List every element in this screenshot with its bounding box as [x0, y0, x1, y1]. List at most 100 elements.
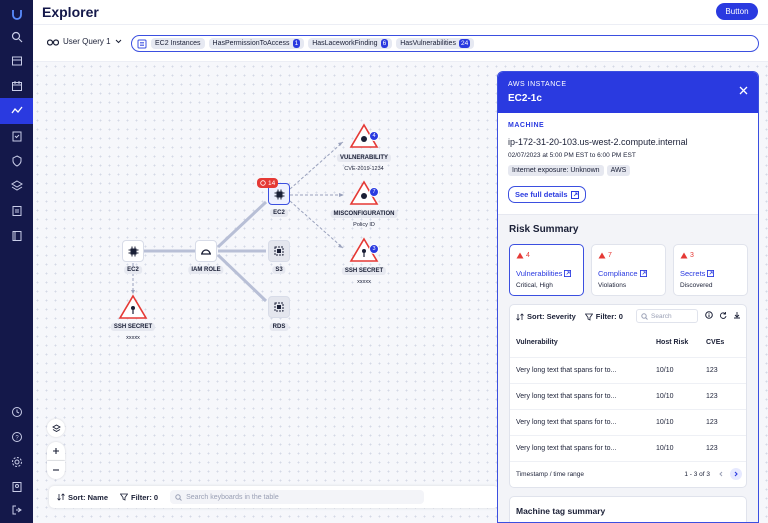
- warning-triangle-icon[interactable]: [118, 294, 148, 320]
- info-icon[interactable]: [705, 311, 713, 319]
- chevron-down-icon: [115, 39, 121, 44]
- machine-name: ip-172-31-20-103.us-west-2.compute.inter…: [508, 137, 688, 147]
- table-row[interactable]: Very long text that spans for to... 10/1…: [510, 383, 746, 409]
- settings-gear-icon[interactable]: [7, 452, 26, 471]
- query-selector-label: User Query 1: [63, 37, 111, 46]
- table-search-input[interactable]: Search keyboards in the table: [170, 490, 425, 504]
- node-rds[interactable]: [268, 296, 290, 318]
- primary-button[interactable]: Button: [716, 3, 758, 20]
- report-icon[interactable]: [7, 201, 26, 220]
- zoom-in-button[interactable]: [47, 442, 65, 460]
- node-iam-role[interactable]: [195, 240, 217, 262]
- node-s3[interactable]: [268, 240, 290, 262]
- left-nav-rail: ?: [0, 0, 33, 523]
- lacework-logo-icon[interactable]: [7, 4, 26, 23]
- help-icon[interactable]: ?: [7, 427, 26, 446]
- ssh-secret-count-badge: 3: [369, 244, 379, 254]
- chevron-right-icon: [734, 471, 738, 477]
- layers-icon[interactable]: [7, 176, 26, 195]
- download-icon[interactable]: [733, 311, 741, 319]
- warning-icon: [680, 252, 688, 259]
- node-ec2-left-label: EC2: [124, 266, 142, 274]
- tag-internet-exposure: Internet exposure: Unknown: [508, 165, 604, 176]
- table-toolbar: Sort: Name Filter: 0 Search keyboards in…: [49, 486, 499, 508]
- svg-text:?: ?: [15, 435, 19, 441]
- filter-control[interactable]: Filter: 0: [120, 493, 158, 502]
- zoom-out-button[interactable]: [47, 461, 65, 479]
- misconfiguration-count-badge: 7: [369, 187, 379, 197]
- tag-aws: AWS: [606, 165, 631, 176]
- see-full-details-button[interactable]: See full details: [508, 186, 586, 203]
- prev-page-button[interactable]: [715, 468, 727, 480]
- node-ec2-center-label: EC2: [270, 209, 288, 217]
- panel-title: EC2-1c: [508, 93, 542, 104]
- shield-icon[interactable]: [7, 151, 26, 170]
- table-footer: Timestamp / time range 1 - 3 of 3: [510, 461, 746, 487]
- risk-card-secrets[interactable]: 3 Secrets Discovered: [673, 244, 748, 296]
- layers-icon: [51, 423, 61, 432]
- chip-count: 1: [292, 39, 301, 48]
- table-search-input[interactable]: Search: [636, 309, 698, 323]
- node-ec2-center[interactable]: [268, 183, 290, 205]
- node-ssh-secret-right-label: SSH SECRET: [341, 267, 387, 275]
- search-icon[interactable]: [7, 27, 26, 46]
- machine-tag-summary[interactable]: Machine tag summary: [509, 496, 747, 522]
- table-row[interactable]: Very long text that spans for to... 10/1…: [510, 409, 746, 435]
- column-header-host-risk[interactable]: Host Risk: [656, 339, 689, 346]
- table-filter-control[interactable]: Filter: 0: [584, 312, 623, 321]
- warning-icon: [598, 252, 606, 259]
- query-selector[interactable]: User Query 1: [47, 37, 122, 46]
- detail-panel: AWS INSTANCE EC2-1c MACHINE ip-172-31-20…: [497, 71, 759, 523]
- node-s3-label: S3: [272, 266, 286, 274]
- calendar-icon[interactable]: [7, 76, 26, 95]
- panel-kicker: AWS INSTANCE: [508, 81, 567, 88]
- layers-toggle-button[interactable]: [47, 419, 65, 437]
- node-vulnerability-label: VULNERABILITY: [337, 154, 391, 162]
- query-chip-ec2-instances[interactable]: EC2 Instances: [151, 38, 205, 49]
- node-misconfiguration-label: MISCONFIGURATION: [330, 210, 398, 218]
- vulnerability-table: Sort: Severity Filter: 0 Search Vulnerab…: [509, 304, 747, 488]
- table-row[interactable]: Very long text that spans for to... 10/1…: [510, 357, 746, 383]
- alert-count-badge[interactable]: 14: [257, 178, 279, 188]
- chip-count: 6: [380, 39, 389, 48]
- column-header-vulnerability[interactable]: Vulnerability: [516, 339, 558, 346]
- dashboard-icon[interactable]: [7, 51, 26, 70]
- node-ec2-left[interactable]: [122, 240, 144, 262]
- external-link-icon: [570, 190, 579, 199]
- search-icon: [641, 312, 648, 320]
- sort-control[interactable]: Sort: Name: [57, 493, 108, 502]
- filter-icon: [584, 313, 593, 321]
- chip-cpu-icon: [128, 246, 138, 256]
- clipboard-icon[interactable]: [7, 126, 26, 145]
- book-icon[interactable]: [7, 226, 26, 245]
- database-icon: [274, 302, 284, 312]
- table-row[interactable]: Very long text that spans for to... 10/1…: [510, 435, 746, 461]
- logout-icon[interactable]: [7, 500, 26, 519]
- risk-card-vulnerabilities[interactable]: 4 Vulnerabilities Critical, High: [509, 244, 584, 296]
- refresh-icon[interactable]: [719, 311, 727, 319]
- history-icon[interactable]: [7, 402, 26, 421]
- next-page-button[interactable]: [730, 468, 742, 480]
- plus-icon: [53, 448, 59, 454]
- minus-icon: [53, 469, 59, 471]
- explorer-nav-icon[interactable]: [0, 98, 33, 124]
- warning-triangle-icon[interactable]: [349, 180, 379, 206]
- column-header-cves[interactable]: CVEs: [706, 339, 725, 346]
- node-rds-label: RDS: [269, 323, 289, 331]
- warning-icon: [516, 252, 524, 259]
- user-profile-icon[interactable]: [7, 477, 26, 496]
- list-icon: [137, 39, 147, 48]
- node-iam-role-label: IAM ROLE: [188, 266, 224, 274]
- table-sort-control[interactable]: Sort: Severity: [516, 312, 576, 321]
- close-icon[interactable]: [739, 84, 748, 98]
- page-title: Explorer: [42, 4, 99, 20]
- node-ssh-secret-right-sub: xxxxx: [357, 279, 371, 285]
- risk-summary-title: Risk Summary: [509, 224, 579, 235]
- chip-count: 24: [458, 39, 471, 48]
- page-header: Explorer Button: [33, 0, 768, 25]
- risk-card-compliance[interactable]: 7 Compliance Violations: [591, 244, 666, 296]
